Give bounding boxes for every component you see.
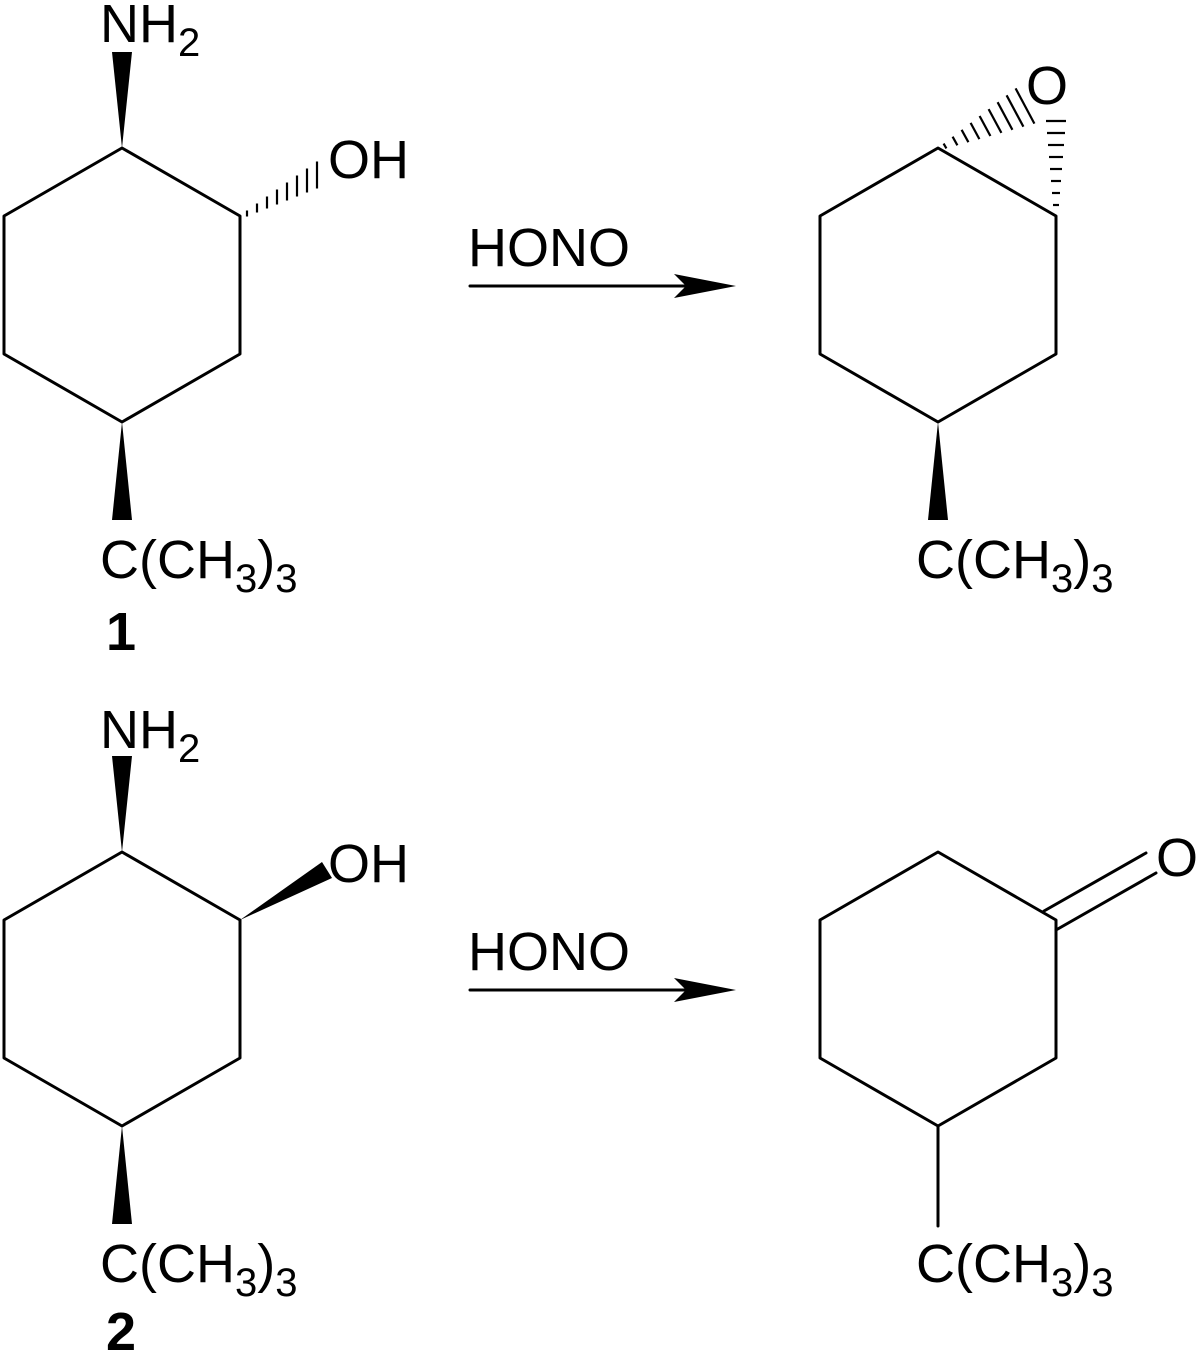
reagent-label: HONO [468,218,630,278]
wedge-bond-tbutyl [928,422,948,520]
tbutyl-label: C(CH3)3 [916,530,1113,601]
epoxide-oxygen-label: O [1026,56,1068,116]
hashed-bond-epoxide-left [942,87,1036,149]
product-ketone: O C(CH3)3 [818,828,1198,1305]
reaction-2: NH2 OH C(CH3)3 2 HONO O C(CH3)3 [2,700,1198,1352]
reaction-arrow: HONO [468,218,736,298]
reactant-2: NH2 OH C(CH3)3 2 [2,700,409,1352]
tbutyl-label: C(CH3)3 [100,1234,297,1305]
reaction-arrow: HONO [468,922,736,1002]
amine-label: NH2 [100,0,200,65]
double-bond-carbonyl [1054,871,1158,932]
tbutyl-label: C(CH3)3 [100,530,297,601]
wedge-bond-tbutyl [112,1126,132,1224]
cyclohexane-ring [2,146,242,424]
reagent-label: HONO [468,922,630,982]
compound-number: 2 [106,1302,136,1352]
wedge-bond-tbutyl [112,422,132,520]
hashed-bond-oh [245,161,319,217]
arrow-head [674,274,736,298]
carbonyl-oxygen-label: O [1156,828,1198,888]
double-bond-carbonyl [1042,851,1148,913]
hydroxyl-label: OH [328,834,409,894]
wedge-bond-oh [240,862,332,920]
wedge-bond-nh2 [112,52,132,148]
hashed-bond-epoxide-right [1046,119,1066,207]
tbutyl-label: C(CH3)3 [916,1234,1113,1305]
cyclohexane-ring [818,146,1058,424]
hydroxyl-label: OH [328,130,409,190]
product-epoxide: O C(CH3)3 [818,56,1113,601]
cyclohexane-ring [2,850,242,1128]
amine-label: NH2 [100,700,200,771]
cyclohexane-ring [818,850,1058,1128]
reaction-1: NH2 OH C(CH3)3 1 HONO [2,0,1113,662]
reactant-1: NH2 OH C(CH3)3 1 [2,0,409,662]
wedge-bond-nh2 [112,756,132,852]
compound-number: 1 [106,602,136,662]
arrow-head [674,978,736,1002]
